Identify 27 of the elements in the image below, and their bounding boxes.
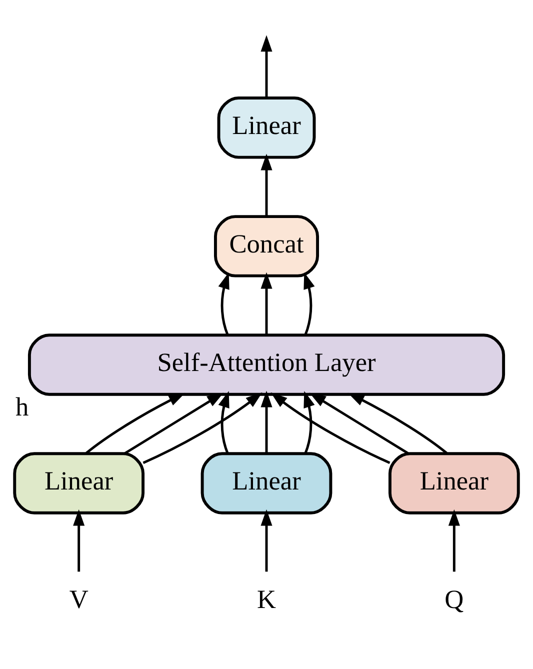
arrow [348, 392, 448, 454]
arrow [260, 154, 272, 216]
node-label: h [15, 392, 29, 422]
arrow [304, 272, 315, 336]
arrow [124, 392, 224, 454]
node-box: Linear [388, 452, 520, 514]
arrow [270, 392, 390, 464]
node-text: V [69, 585, 88, 614]
node-box: Self-Attention Layer [28, 334, 506, 396]
arrow [304, 390, 315, 454]
arrow [448, 509, 460, 572]
arrow [73, 509, 85, 572]
arrow [218, 390, 230, 454]
arrow [218, 272, 230, 336]
arrow [260, 509, 272, 572]
node-text: Q [444, 585, 464, 614]
arrow [86, 392, 186, 454]
node-box: Linear [200, 452, 332, 514]
node-text: K [256, 585, 276, 614]
node-box: Linear [13, 452, 145, 514]
arrow [260, 390, 272, 454]
arrow [260, 272, 272, 335]
arrow [142, 392, 262, 464]
node-box: Concat [214, 215, 320, 278]
arrow [260, 35, 272, 98]
node-box: Linear [217, 96, 316, 159]
arrow [309, 392, 409, 454]
